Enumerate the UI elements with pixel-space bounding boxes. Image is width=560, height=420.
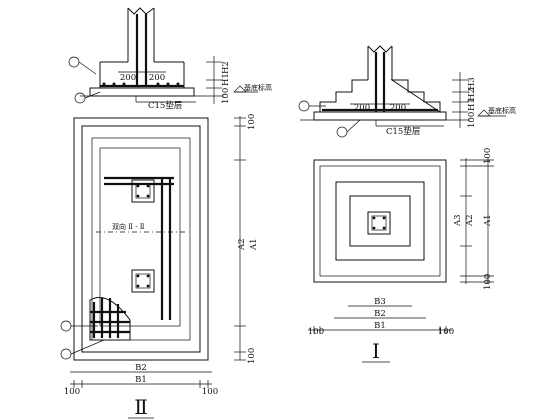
dim-200-right: 200 [149, 73, 165, 83]
dim-100: 100 [467, 112, 477, 128]
dim-200-left: 200 [120, 73, 136, 83]
dim-a1: A1 [483, 214, 493, 227]
rebar-dots [102, 82, 180, 86]
dim-b1: B1 [135, 375, 147, 385]
dim-h2: H2 [221, 61, 231, 74]
ground-label: 基底标高 [488, 106, 516, 115]
dim-top-100: 100 [483, 148, 493, 164]
column-center [367, 211, 391, 235]
column-bottom [131, 269, 155, 293]
dim-h1: H1 [467, 98, 477, 111]
dim-top-100: 100 [247, 114, 257, 130]
detail-i-plan: 100 A3 A2 A1 100 B3 B2 B1 100 100 Ⅰ [308, 148, 494, 363]
dim-right-100: 100 [202, 387, 218, 397]
detail-title-i: Ⅰ [372, 339, 380, 363]
dim-h1: H1 [221, 73, 231, 86]
dim-a2: A2 [465, 214, 475, 227]
dim-100: 100 [221, 88, 231, 104]
dim-h3: H3 [467, 77, 477, 90]
dim-a2: A2 [237, 238, 247, 251]
dim-a1: A1 [249, 238, 259, 251]
dim-a3: A3 [453, 214, 463, 227]
dim-b1: B1 [374, 321, 386, 331]
dim-right-100: 100 [438, 327, 454, 337]
column-top [131, 179, 155, 203]
dim-b3: B3 [374, 297, 386, 307]
dim-b2: B2 [135, 363, 147, 373]
rebar-mesh-detail [89, 297, 131, 341]
c15-label: C15垫层 [386, 126, 420, 137]
dim-left-100: 100 [308, 327, 324, 337]
dim-bottom-100: 100 [483, 274, 493, 290]
dim-b2: B2 [374, 309, 386, 319]
dim-200-left: 200 [354, 103, 370, 113]
dim-left-100: 100 [64, 387, 80, 397]
detail-i-section: 200 200 H3 H2 H1 100 基底标高 C15垫层 [298, 45, 516, 138]
ground-label: 基底标高 [244, 83, 272, 92]
mid-label: 双向 Ⅱ - Ⅱ [112, 222, 145, 231]
dim-bottom-100: 100 [247, 348, 257, 364]
dim-h2: H2 [467, 88, 477, 101]
dim-200-right: 200 [390, 103, 406, 113]
detail-ii-plan: 双向 Ⅱ - Ⅱ [60, 114, 259, 419]
detail-title-ii: Ⅱ [134, 395, 148, 419]
c15-label: C15垫层 [148, 100, 182, 111]
detail-ii-section: 200 200 H2 H1 100 基底标高 C15垫层 [68, 7, 272, 111]
